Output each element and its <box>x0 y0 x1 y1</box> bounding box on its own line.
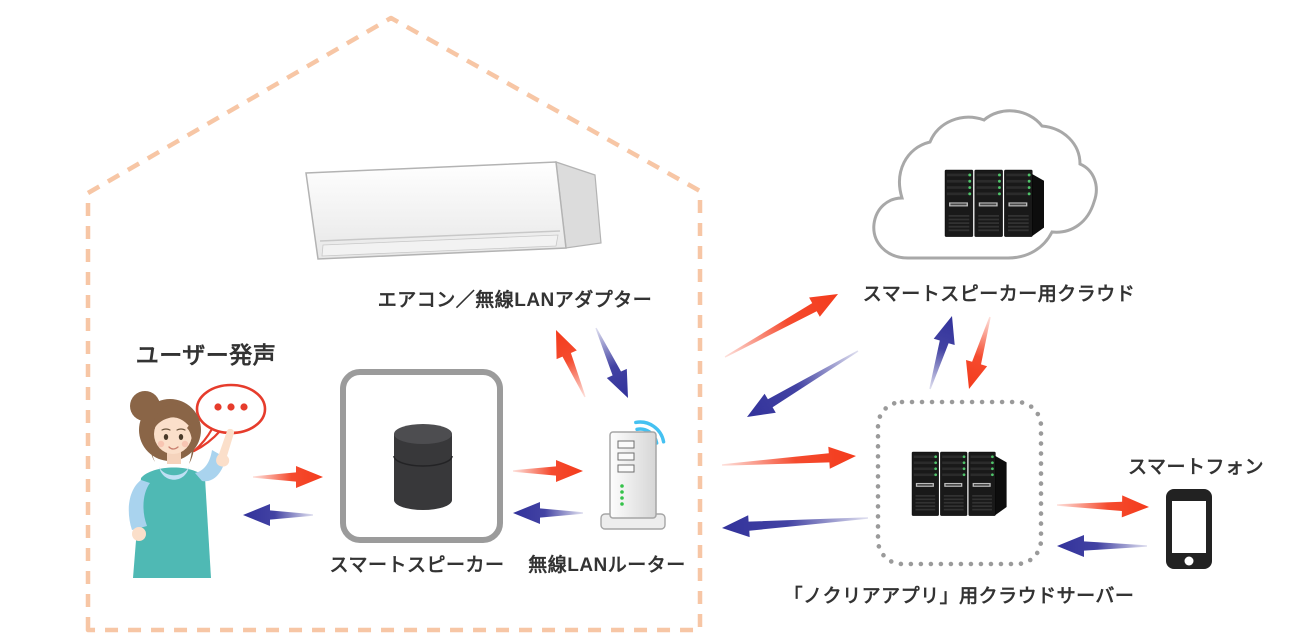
arrow-nocria-cloud-to-router <box>722 515 868 538</box>
arrow-user-to-speaker <box>253 466 323 488</box>
nocria-server-box-icon <box>875 399 1044 567</box>
arrow-phone-to-nocria-cloud <box>1057 535 1147 557</box>
smart-speaker-label: スマートスピーカー <box>329 555 505 576</box>
arrow-nocria-cloud-to-phone <box>1057 495 1149 518</box>
woman-user-icon <box>128 391 235 578</box>
nocria-servers-icon <box>912 452 1007 516</box>
arrow-nocria-cloud-to-speaker-cloud <box>929 316 955 390</box>
arrow-router-to-speaker-cloud <box>724 294 838 358</box>
arrow-speaker-to-router <box>513 460 583 482</box>
smart-speaker-icon <box>340 369 503 543</box>
speaker-cloud-label: スマートスピーカー用クラウド <box>862 284 1136 305</box>
user-speech-label: ユーザー発声 <box>135 342 277 368</box>
arrow-router-to-speaker <box>513 502 583 524</box>
arrow-speaker-cloud-to-router <box>747 350 859 417</box>
wifi-router-icon <box>600 420 666 530</box>
nocria-cloud-label: 「ノクリアアプリ」用クラウドサーバー <box>783 586 1135 607</box>
arrow-speaker-cloud-to-nocria-cloud <box>966 316 991 389</box>
router-label: 無線LANルーター <box>528 555 686 576</box>
house-outline <box>85 15 703 633</box>
arrow-speaker-to-user <box>243 504 313 526</box>
arrow-router-to-aircon <box>556 330 586 398</box>
arrow-aircon-to-router <box>595 327 628 398</box>
aircon-icon <box>305 161 602 260</box>
aircon-label: エアコン／無線LANアダプター <box>377 290 653 311</box>
cloud-servers-icon <box>945 170 1044 237</box>
smartphone-label: スマートフォン <box>1128 457 1264 478</box>
arrow-router-to-nocria-cloud <box>722 446 856 469</box>
speaker-cloud-icon <box>872 109 1098 260</box>
smartphone-icon <box>1166 489 1212 569</box>
